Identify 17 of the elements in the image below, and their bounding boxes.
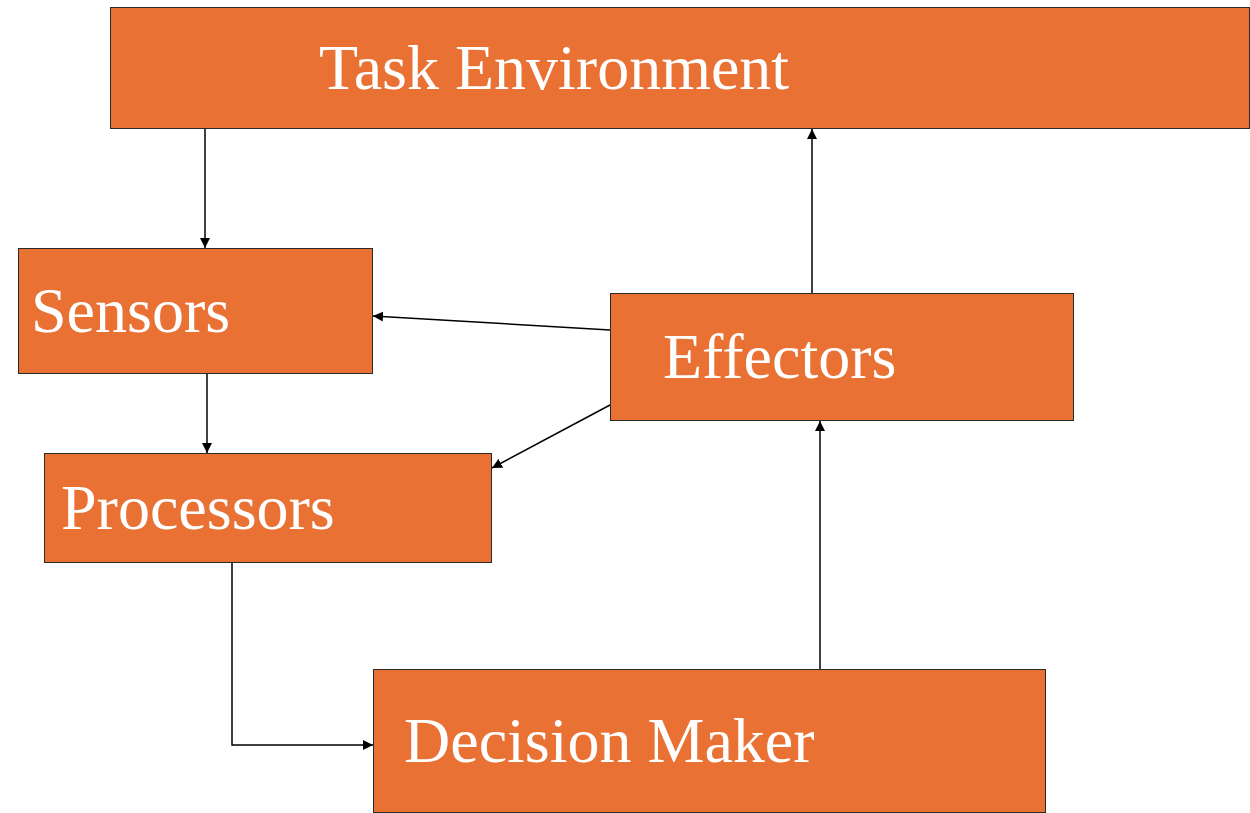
arrow bbox=[807, 128, 817, 294]
arrow bbox=[231, 562, 374, 750]
box-label: Decision Maker bbox=[404, 705, 815, 777]
box-label: Sensors bbox=[31, 275, 231, 347]
process-box bbox=[610, 293, 1074, 421]
box-label: Processors bbox=[61, 472, 335, 544]
arrow bbox=[815, 420, 825, 670]
arrow bbox=[202, 373, 212, 454]
box-label: Task Environment bbox=[319, 32, 790, 104]
arrow bbox=[491, 404, 611, 469]
arrow bbox=[372, 311, 611, 331]
process-box bbox=[44, 453, 492, 563]
arrow bbox=[200, 128, 210, 249]
process-box bbox=[373, 669, 1046, 813]
process-box bbox=[18, 248, 373, 374]
process-box bbox=[110, 7, 1250, 129]
box-label: Effectors bbox=[663, 321, 897, 393]
